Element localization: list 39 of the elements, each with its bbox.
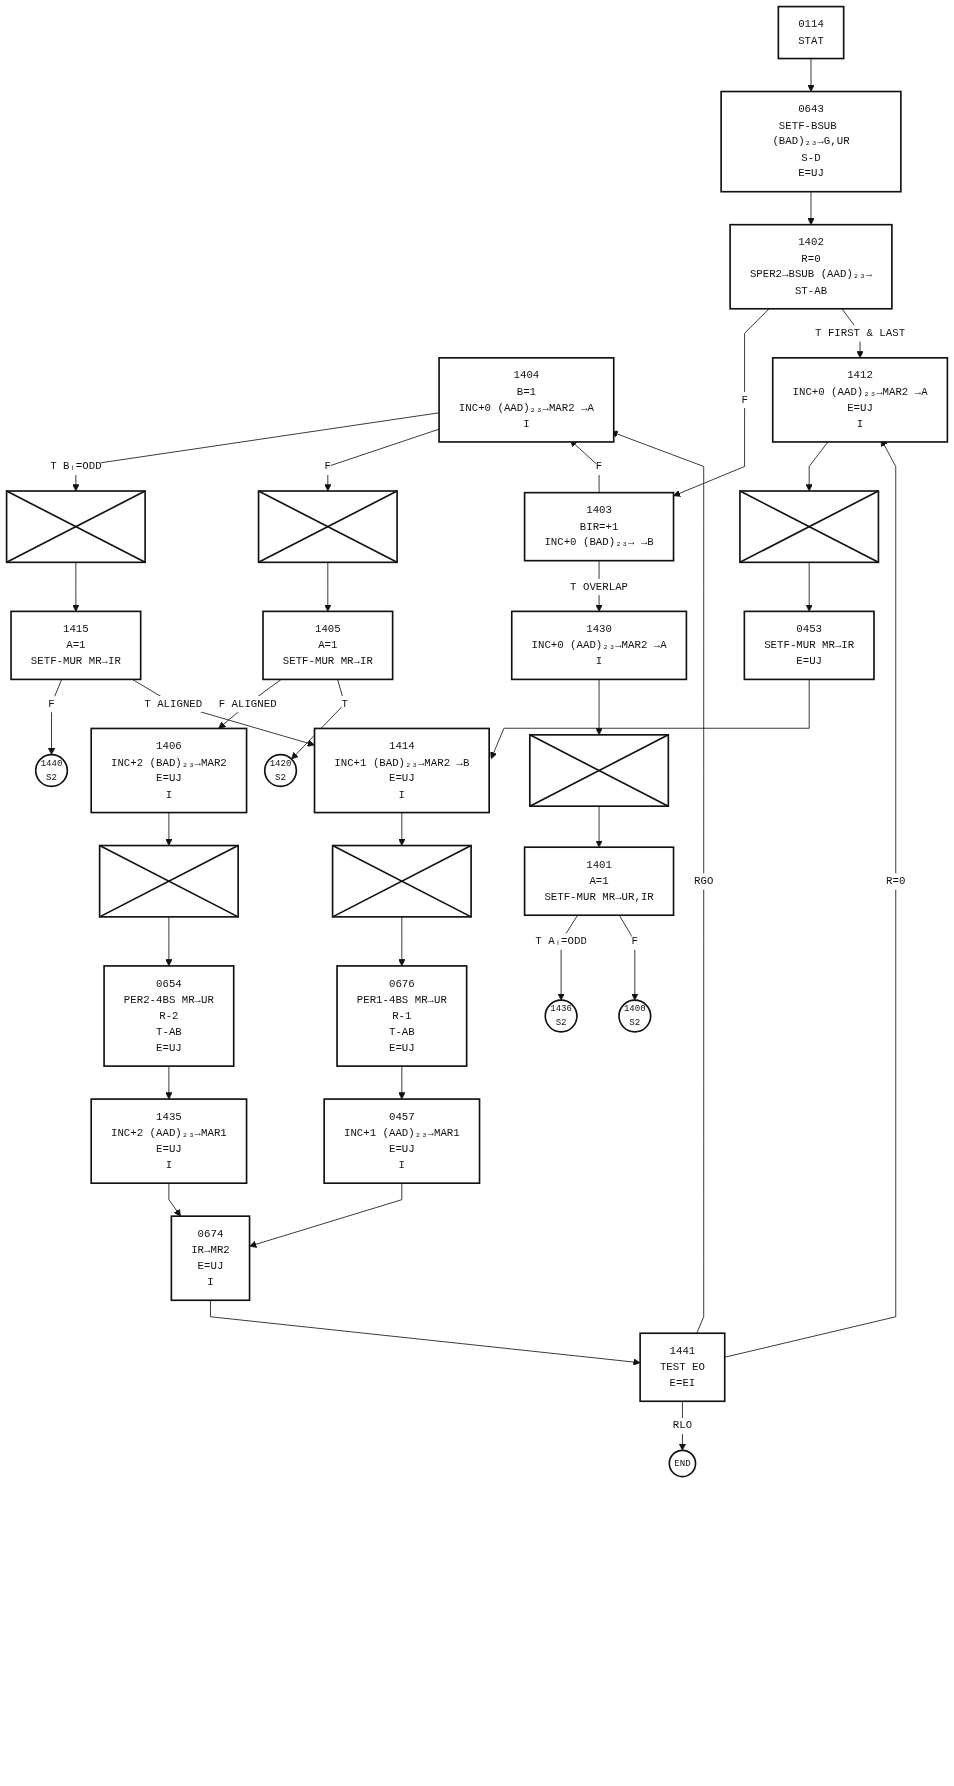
node-circle: 1420 S2 — [263, 753, 298, 788]
edge-label: RLO — [672, 1419, 693, 1432]
node-box: 1404 B=1 INC+0 (AAD)₂₃→MAR2 →A I — [438, 357, 615, 443]
node-circle: 1400 S2 — [618, 999, 652, 1033]
node-box: 0674 IR→MR2 E=UJ I — [170, 1215, 251, 1302]
node-box: 1415 A=1 SETF-MUR MR→IR — [10, 610, 142, 681]
edge-label: T Bᵢ=ODD — [50, 460, 102, 473]
node-circle: 1440 S2 — [34, 753, 69, 788]
node-box: 1441 TEST EO E=EI — [639, 1332, 726, 1403]
node-box: 1403 BIR=+1 INC+0 (BAD)₂₃→ →B — [523, 491, 675, 562]
edge-label: F ALIGNED — [218, 697, 277, 710]
edge-label: F — [631, 935, 639, 948]
edge-label: F — [741, 393, 748, 406]
edge-label: F — [595, 460, 603, 473]
node-circle: 1436 S2 — [544, 999, 578, 1033]
node-circle: END — [668, 1449, 697, 1478]
node-box: 1412 INC+0 (AAD)₂₃→MAR2 →A E=UJ I — [771, 357, 949, 443]
edge-label: T — [341, 697, 348, 710]
node-box: 1435 INC+2 (AAD)₂₃→MAR1 E=UJ I — [90, 1098, 248, 1184]
node-box: 0643 SETF-BSUB (BAD)₂₃→G,UR S-D E=UJ — [720, 90, 902, 193]
node-box: 0114 STAT — [777, 5, 845, 60]
edge-label: R=0 — [886, 874, 906, 888]
edge-label: RGO — [694, 874, 714, 888]
edge-label: F — [324, 460, 332, 473]
node-box: 1401 A=1 SETF-MUR MR→UR,IR — [523, 846, 675, 917]
edge-label: T FIRST & LAST — [815, 326, 906, 340]
node-box: 1430 INC+0 (AAD)₂₃→MAR2 →A I — [510, 610, 688, 681]
node-box: 0676 PER1-4BS MR→UR R-1 T-AB E=UJ — [336, 965, 468, 1067]
node-box: 1402 R=0 SPER2→BSUB (AAD)₂₃→ ST-AB — [729, 223, 893, 310]
node-box: 0654 PER2-4BS MR→UR R-2 T-AB E=UJ — [103, 965, 235, 1067]
edge-label: T OVERLAP — [570, 580, 629, 593]
node-box: 1406 INC+2 (BAD)₂₃→MAR2 E=UJ I — [90, 727, 248, 814]
node-box: 1405 A=1 SETF-MUR MR→IR — [262, 610, 394, 681]
node-box: 1414 INC+1 (BAD)₂₃→MAR2 →B E=UJ I — [313, 727, 490, 814]
edge-label: T Aᵢ=ODD — [535, 935, 587, 948]
node-box: 0457 INC+1 (AAD)₂₃→MAR1 E=UJ I — [323, 1098, 481, 1184]
node-box: 0453 SETF-MUR MR→IR E=UJ — [743, 610, 875, 681]
edge-label: T ALIGNED — [144, 697, 203, 710]
edge-label: F — [48, 697, 55, 710]
